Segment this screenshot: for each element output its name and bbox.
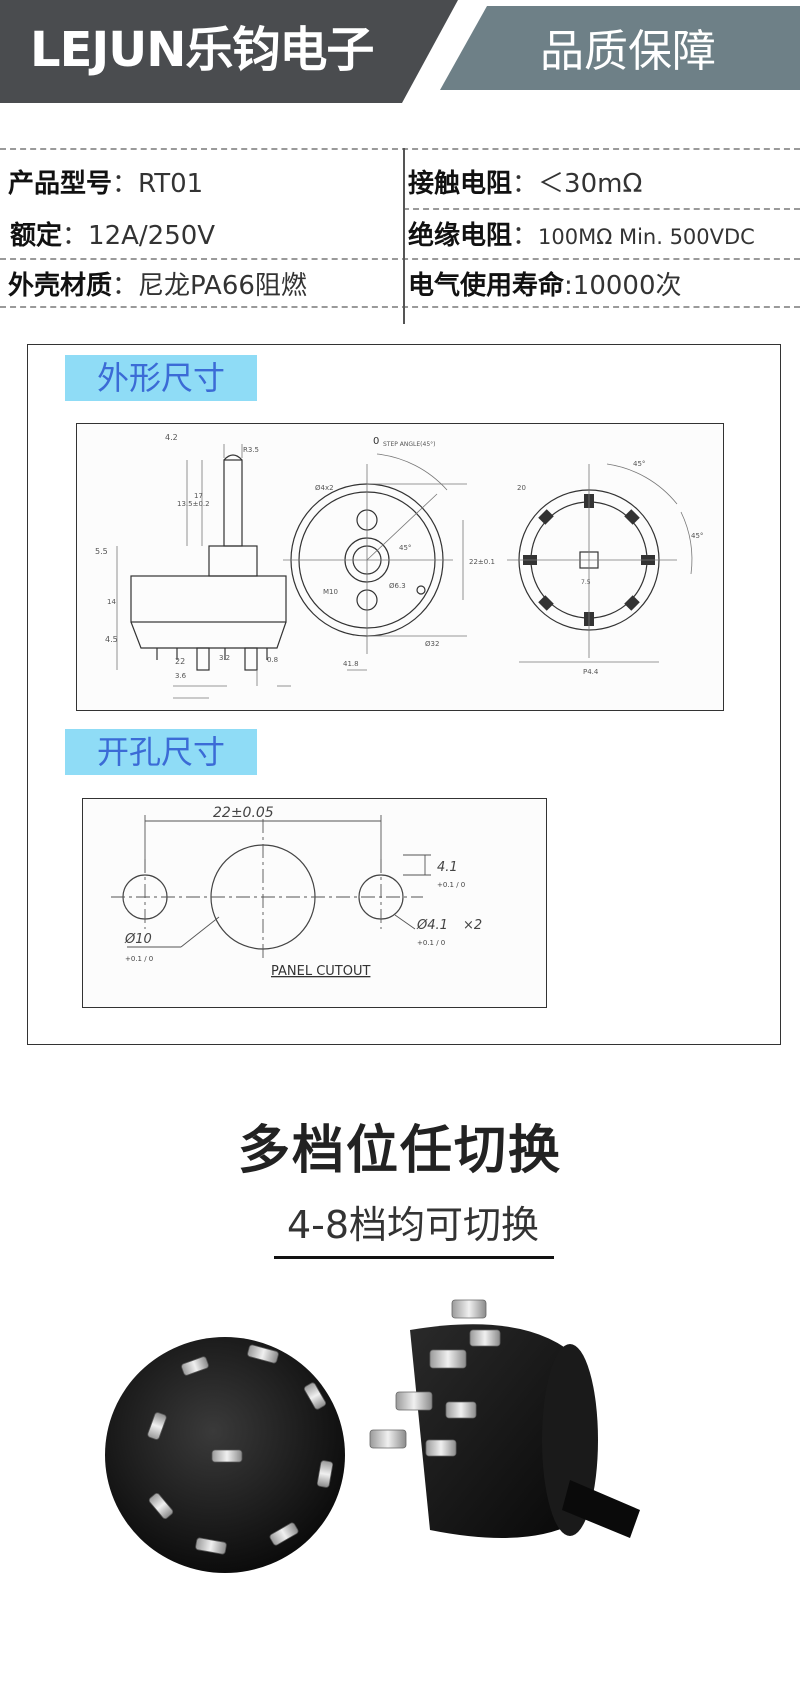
side-pins [369,1299,501,1457]
dim-label: 22 [175,657,185,666]
dim-label: 3.2 [219,654,230,662]
dim-label: 22±0.1 [469,558,495,566]
dim-label: Ø6.3 [389,582,406,590]
divider [0,306,800,308]
cutout-svg: 22±0.05 4.1 +0.1 / 0 Ø10 +0.1 / 0 Ø4.1 +… [111,805,482,979]
cutout-side-tol: +0.1 / 0 [417,939,445,947]
column-divider [403,148,405,324]
spec-model: 产品型号：RT01 [8,169,204,199]
dim-label: 5.5 [95,547,108,556]
cutout-center-hole: Ø10 [124,932,152,947]
spec-table: 产品型号：RT01 额定：12A/250V 外壳材质：尼龙PA66阻燃 接触电阻… [0,148,800,324]
dim-label: 13.5±0.2 [177,500,210,508]
cutout-flat: 4.1 [437,860,458,875]
cutout-center-tol: +0.1 / 0 [125,955,153,963]
dim-label: M10 [323,588,338,596]
section-tag-outline: 外形尺寸 [65,355,257,401]
product-photo [100,1290,700,1610]
dim-label: Ø4x2 [315,484,334,492]
outline-svg: 4.2 R3.5 13.5±0.2 17 5.5 14 4.5 22 3.6 3… [95,433,703,699]
cutout-spacing: 22±0.05 [213,805,274,821]
spec-housing: 外壳材质：尼龙PA66阻燃 [8,271,307,301]
dim-label: 45° [691,532,703,540]
dim-label: 14 [107,598,116,606]
spec-rating: 额定：12A/250V [10,221,216,251]
section-tag-cutout: 开孔尺寸 [65,729,257,775]
cutout-caption: PANEL CUTOUT [271,964,370,979]
spec-insulation: 绝缘电阻：100MΩ Min. 500VDC [408,221,755,251]
brand-name: LEJUN乐钧电子 [30,22,374,78]
spec-life: 电气使用寿命:10000次 [408,271,682,301]
cutout-count: ×2 [463,918,482,933]
dim-label: P4.4 [583,668,599,676]
dim-label: Ø32 [425,640,439,648]
cutout-side-holes: Ø4.1 [416,918,448,933]
outline-drawing: 4.2 R3.5 13.5±0.2 17 5.5 14 4.5 22 3.6 3… [76,423,724,711]
drawing-frame: 外形尺寸 4.2 [27,344,781,1045]
cutout-flat-tol: +0.1 / 0 [437,881,465,889]
dim-label: 0 [373,436,379,447]
dim-label: 20 [517,484,526,492]
header-banner: LEJUN乐钧电子 品质保障 [0,0,800,103]
dim-label: STEP ANGLE(45°) [383,441,435,448]
dim-label: 0.8 [267,656,278,664]
dim-label: 17 [194,492,203,500]
divider [0,258,800,260]
spec-contact-resistance: 接触电阻：＜30mΩ [408,169,643,199]
dim-label: 45° [399,544,411,552]
dim-label: 7.5 [581,579,591,586]
feature-subtitle: 4-8档均可切换 [286,1203,540,1247]
dim-label: 45° [633,460,645,468]
dim-label: 4.5 [105,635,118,644]
subtitle-underline [274,1256,554,1259]
product-illustration [105,1299,640,1573]
divider [403,208,800,210]
cutout-drawing: 22±0.05 4.1 +0.1 / 0 Ø10 +0.1 / 0 Ø4.1 +… [82,798,547,1008]
dim-label: R3.5 [243,446,259,454]
dim-label: 41.8 [343,660,359,668]
divider [0,148,800,150]
header-shapes [0,0,800,103]
dim-label: 3.6 [175,672,187,680]
terminal-pins [147,1344,334,1555]
slogan: 品质保障 [540,26,716,77]
dim-label: 4.2 [165,433,178,442]
feature-title: 多档位任切换 [237,1121,562,1181]
